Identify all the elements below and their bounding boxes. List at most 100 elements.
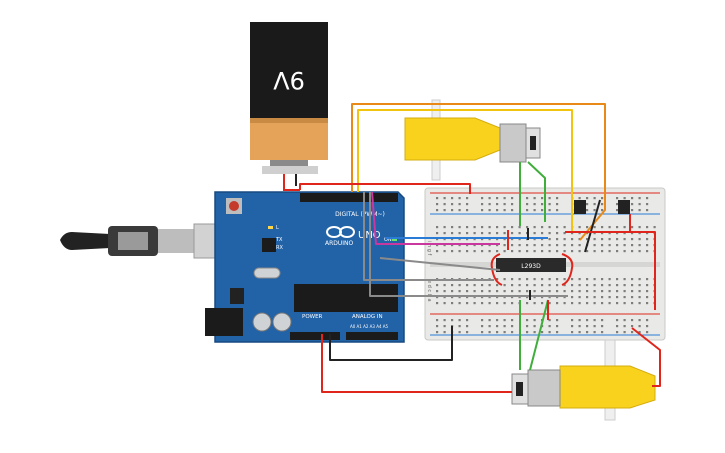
breadboard-hole[interactable] xyxy=(481,238,484,241)
breadboard-hole[interactable] xyxy=(616,296,619,299)
breadboard-hole[interactable] xyxy=(466,319,469,322)
breadboard-hole[interactable] xyxy=(436,250,439,253)
breadboard-hole[interactable] xyxy=(601,302,604,305)
breadboard-hole[interactable] xyxy=(578,197,581,200)
breadboard-hole[interactable] xyxy=(503,226,506,229)
breadboard-hole[interactable] xyxy=(578,331,581,334)
breadboard-hole[interactable] xyxy=(616,319,619,322)
breadboard-hole[interactable] xyxy=(586,290,589,293)
breadboard-hole[interactable] xyxy=(496,296,499,299)
breadboard-hole[interactable] xyxy=(616,250,619,253)
breadboard-hole[interactable] xyxy=(586,232,589,235)
breadboard-hole[interactable] xyxy=(466,302,469,305)
breadboard-hole[interactable] xyxy=(556,209,559,212)
breadboard-hole[interactable] xyxy=(436,209,439,212)
breadboard-hole[interactable] xyxy=(563,232,566,235)
push-button-1[interactable] xyxy=(574,200,586,214)
breadboard-hole[interactable] xyxy=(451,197,454,200)
breadboard-hole[interactable] xyxy=(571,302,574,305)
breadboard-hole[interactable] xyxy=(533,296,536,299)
breadboard-hole[interactable] xyxy=(526,302,529,305)
breadboard-hole[interactable] xyxy=(616,197,619,200)
breadboard-hole[interactable] xyxy=(541,250,544,253)
breadboard-hole[interactable] xyxy=(488,296,491,299)
breadboard-hole[interactable] xyxy=(533,302,536,305)
breadboard-hole[interactable] xyxy=(526,203,529,206)
breadboard-hole[interactable] xyxy=(608,278,611,281)
breadboard-hole[interactable] xyxy=(638,284,641,287)
breadboard-hole[interactable] xyxy=(623,278,626,281)
breadboard-hole[interactable] xyxy=(548,250,551,253)
breadboard-hole[interactable] xyxy=(556,250,559,253)
breadboard-hole[interactable] xyxy=(496,209,499,212)
breadboard-hole[interactable] xyxy=(511,250,514,253)
breadboard-hole[interactable] xyxy=(646,197,649,200)
breadboard-hole[interactable] xyxy=(496,325,499,328)
breadboard-hole[interactable] xyxy=(631,238,634,241)
breadboard-hole[interactable] xyxy=(496,232,499,235)
breadboard-hole[interactable] xyxy=(503,203,506,206)
breadboard-hole[interactable] xyxy=(533,232,536,235)
breadboard-hole[interactable] xyxy=(496,302,499,305)
breadboard-hole[interactable] xyxy=(608,296,611,299)
breadboard-hole[interactable] xyxy=(458,203,461,206)
breadboard-hole[interactable] xyxy=(488,197,491,200)
breadboard-hole[interactable] xyxy=(601,278,604,281)
breadboard-hole[interactable] xyxy=(503,278,506,281)
breadboard-hole[interactable] xyxy=(533,197,536,200)
breadboard-hole[interactable] xyxy=(586,302,589,305)
breadboard-hole[interactable] xyxy=(533,319,536,322)
breadboard-hole[interactable] xyxy=(586,209,589,212)
breadboard-hole[interactable] xyxy=(571,278,574,281)
breadboard-hole[interactable] xyxy=(601,319,604,322)
breadboard-hole[interactable] xyxy=(578,244,581,247)
breadboard-hole[interactable] xyxy=(518,284,521,287)
breadboard-hole[interactable] xyxy=(481,226,484,229)
breadboard-hole[interactable] xyxy=(473,226,476,229)
breadboard-hole[interactable] xyxy=(436,319,439,322)
breadboard-hole[interactable] xyxy=(443,325,446,328)
breadboard-hole[interactable] xyxy=(623,319,626,322)
breadboard-hole[interactable] xyxy=(646,296,649,299)
breadboard-hole[interactable] xyxy=(488,244,491,247)
breadboard-hole[interactable] xyxy=(601,209,604,212)
breadboard-hole[interactable] xyxy=(473,232,476,235)
breadboard-hole[interactable] xyxy=(601,325,604,328)
breadboard-hole[interactable] xyxy=(548,319,551,322)
breadboard-hole[interactable] xyxy=(511,331,514,334)
breadboard-hole[interactable] xyxy=(518,290,521,293)
breadboard-hole[interactable] xyxy=(466,209,469,212)
breadboard-hole[interactable] xyxy=(578,290,581,293)
breadboard-hole[interactable] xyxy=(631,232,634,235)
breadboard-hole[interactable] xyxy=(533,325,536,328)
breadboard-hole[interactable] xyxy=(451,238,454,241)
breadboard-hole[interactable] xyxy=(601,197,604,200)
breadboard-hole[interactable] xyxy=(638,296,641,299)
breadboard-hole[interactable] xyxy=(518,278,521,281)
breadboard-hole[interactable] xyxy=(436,226,439,229)
breadboard-hole[interactable] xyxy=(466,238,469,241)
breadboard-hole[interactable] xyxy=(473,244,476,247)
breadboard-hole[interactable] xyxy=(563,302,566,305)
breadboard-hole[interactable] xyxy=(511,284,514,287)
breadboard-hole[interactable] xyxy=(496,250,499,253)
breadboard-hole[interactable] xyxy=(541,226,544,229)
breadboard-hole[interactable] xyxy=(533,284,536,287)
breadboard-hole[interactable] xyxy=(503,284,506,287)
breadboard-hole[interactable] xyxy=(548,278,551,281)
breadboard-hole[interactable] xyxy=(488,319,491,322)
breadboard-hole[interactable] xyxy=(593,232,596,235)
breadboard-hole[interactable] xyxy=(541,331,544,334)
breadboard-hole[interactable] xyxy=(578,302,581,305)
breadboard-hole[interactable] xyxy=(616,238,619,241)
breadboard-hole[interactable] xyxy=(458,209,461,212)
breadboard-hole[interactable] xyxy=(436,244,439,247)
breadboard-hole[interactable] xyxy=(503,197,506,200)
breadboard-hole[interactable] xyxy=(631,319,634,322)
breadboard-hole[interactable] xyxy=(608,226,611,229)
breadboard-hole[interactable] xyxy=(526,331,529,334)
breadboard-hole[interactable] xyxy=(481,325,484,328)
breadboard-hole[interactable] xyxy=(631,197,634,200)
push-button-2[interactable] xyxy=(618,200,630,214)
breadboard-hole[interactable] xyxy=(638,325,641,328)
